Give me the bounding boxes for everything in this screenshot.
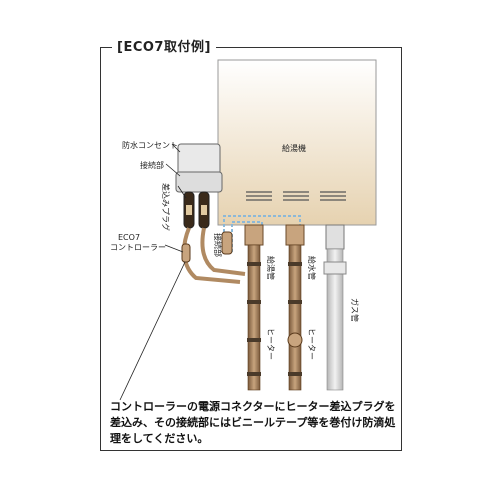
water-heater-unit	[217, 59, 377, 226]
label-heater-left: ヒーター	[266, 328, 275, 360]
water-fitting	[285, 224, 305, 246]
leader-plug	[177, 185, 187, 199]
leader-caption	[119, 261, 186, 401]
label-water-heater: 給湯機	[282, 143, 306, 153]
label-junction-side: 接続部	[213, 233, 223, 257]
gas-pipe	[326, 248, 344, 391]
label-gas-pipe: ガス管	[350, 298, 360, 322]
hot-fitting	[244, 224, 264, 246]
gas-pipe-joint	[323, 261, 347, 275]
vent-grilles	[246, 191, 346, 201]
water-valve	[287, 332, 303, 348]
label-waterproof-outlet: 防水コンセント	[122, 140, 178, 150]
side-junction	[221, 231, 233, 255]
hot-water-pipe	[247, 244, 261, 391]
cold-water-pipe	[288, 244, 302, 391]
label-controller-name: ECO7	[118, 233, 140, 242]
diagram-frame	[100, 47, 402, 451]
controller-connector	[181, 243, 191, 263]
installation-caption: コントローラーの電源コネクターにヒーター差込プラグを差込み、その接続部にはビニー…	[110, 400, 396, 445]
controller-cord-right	[200, 227, 246, 276]
heater-plugs	[183, 191, 210, 229]
label-junction: 接続部	[140, 160, 164, 170]
label-water-pipe: 給水管	[307, 256, 317, 280]
junction-box	[175, 171, 223, 193]
insulation-tape-bands	[247, 262, 302, 376]
leader-junction	[165, 163, 181, 177]
label-plug: 差込みプラグ	[161, 183, 171, 231]
label-controller: コントローラー	[110, 243, 166, 252]
label-heater-right: ヒーター	[307, 328, 316, 360]
gas-fitting	[325, 224, 345, 250]
leader-controller	[164, 244, 184, 253]
leader-outlet	[171, 143, 181, 153]
diagram-title: [ECO7取付例]	[112, 36, 216, 55]
label-hot-pipe: 給湯管	[266, 256, 276, 280]
